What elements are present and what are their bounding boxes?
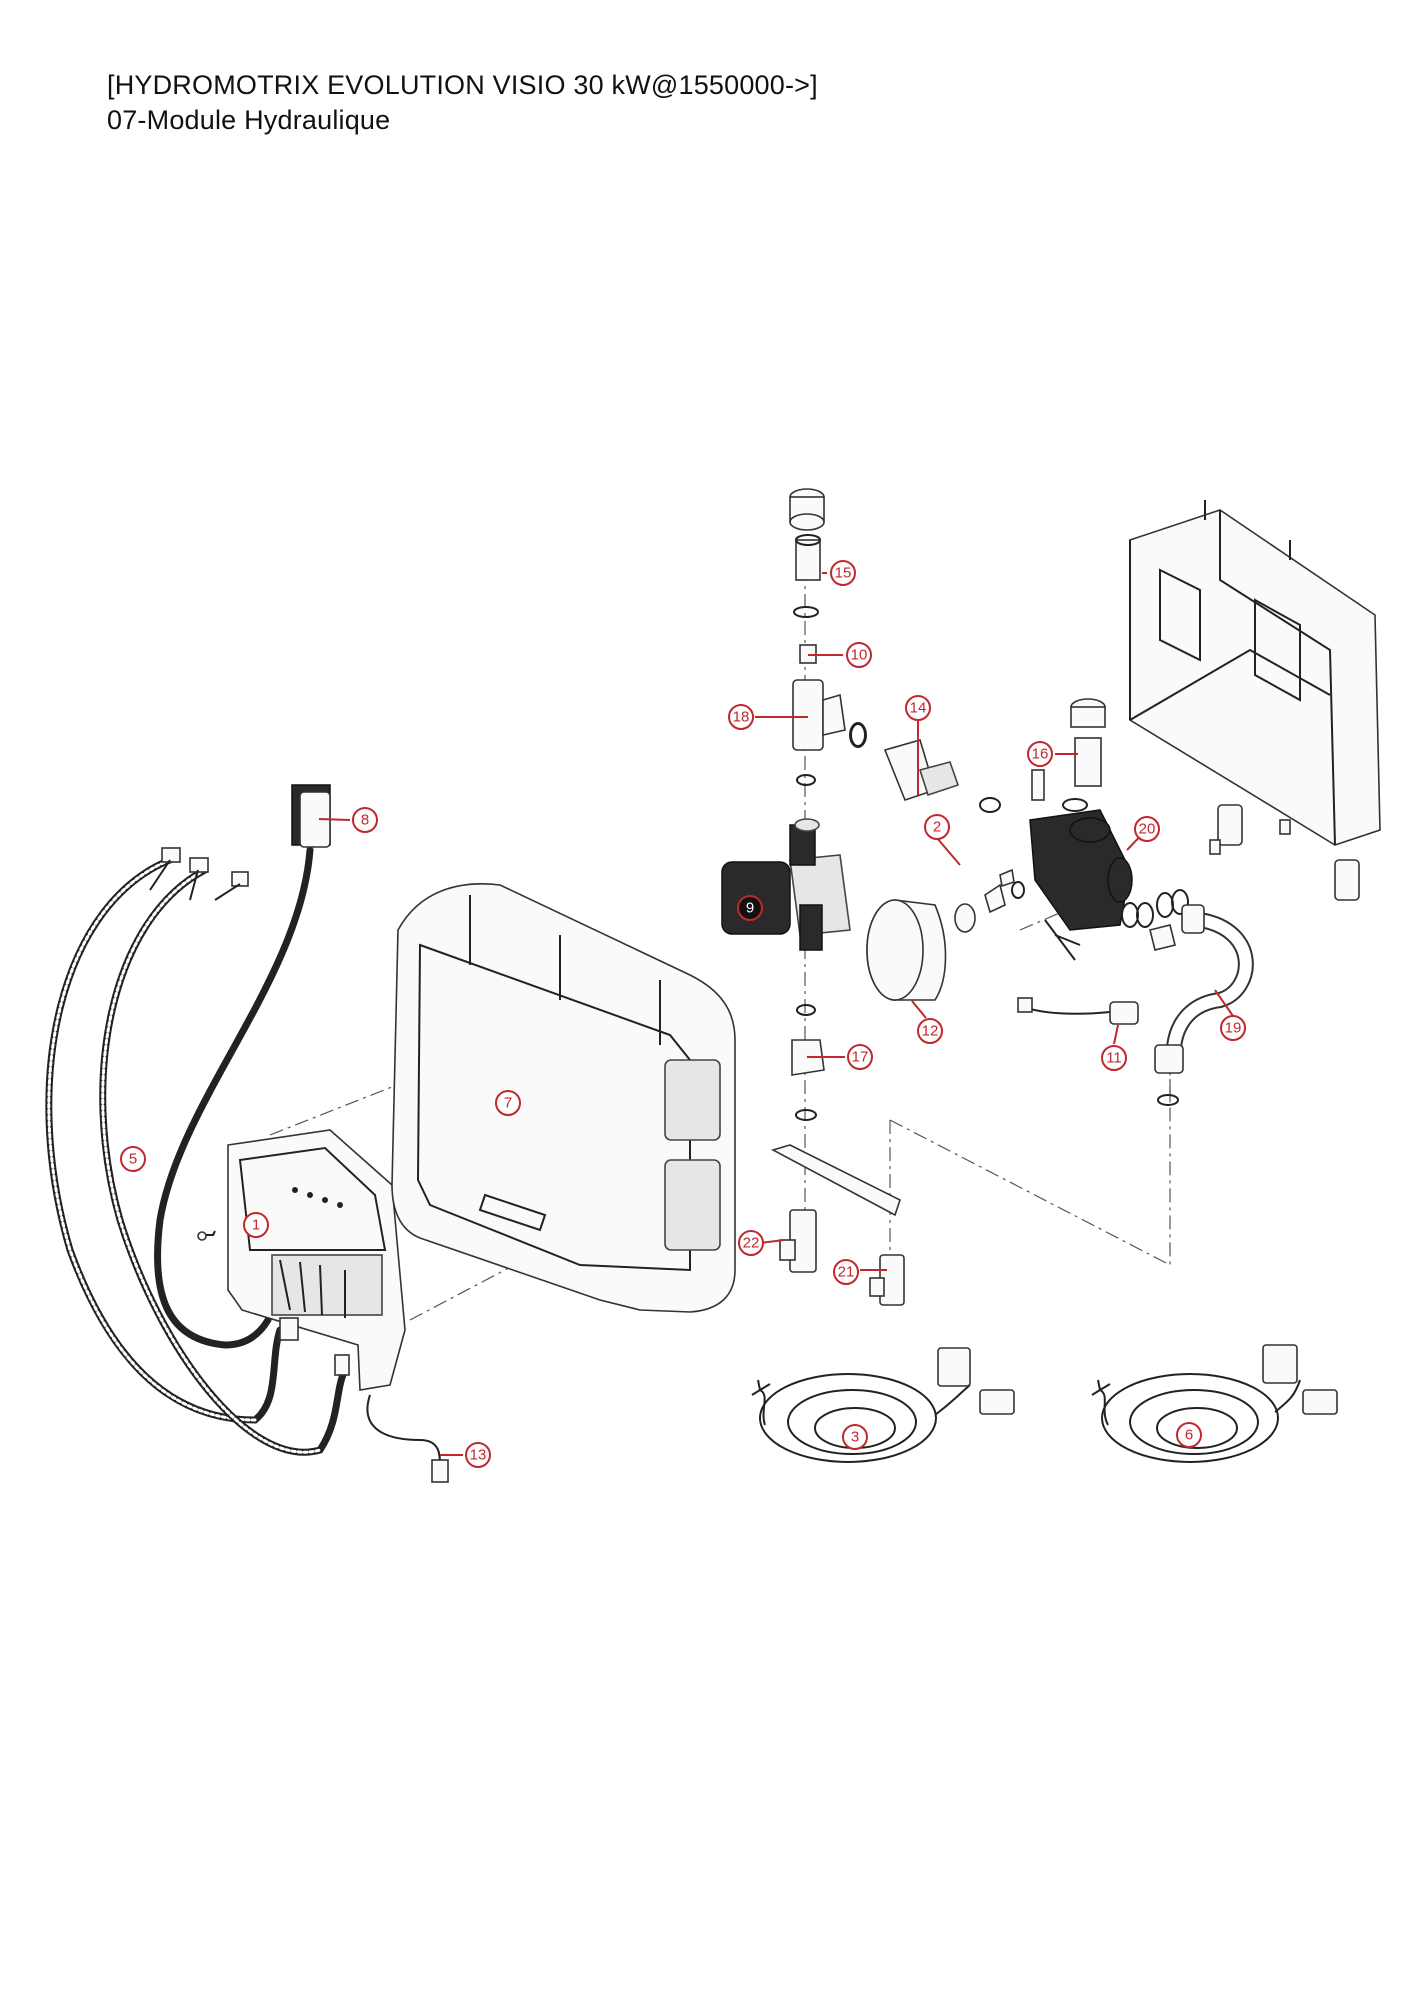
control-box-1 xyxy=(197,1129,406,1391)
svg-text:10: 10 xyxy=(851,647,868,664)
callout-19: 19 xyxy=(1220,1015,1246,1041)
svg-text:2: 2 xyxy=(933,819,941,836)
svg-text:8: 8 xyxy=(361,812,369,829)
callout-14: 14 xyxy=(905,695,931,721)
callout-15: 15 xyxy=(830,560,856,586)
callout-7: 7 xyxy=(495,1090,521,1116)
callout-12: 12 xyxy=(917,1018,943,1044)
svg-text:19: 19 xyxy=(1225,1020,1242,1037)
plug-13 xyxy=(366,1394,449,1483)
svg-text:1: 1 xyxy=(252,1217,260,1234)
callout-9: 9 xyxy=(737,895,763,921)
sensor-11 xyxy=(1017,997,1139,1025)
pipe-19 xyxy=(1154,904,1254,1106)
cover-7 xyxy=(391,883,736,1313)
leader-lines xyxy=(318,572,1234,1456)
svg-text:11: 11 xyxy=(1106,1050,1122,1067)
callout-3: 3 xyxy=(842,1424,868,1450)
svg-text:5: 5 xyxy=(129,1151,137,1168)
svg-text:17: 17 xyxy=(852,1049,869,1066)
svg-text:12: 12 xyxy=(922,1023,939,1040)
callout-8: 8 xyxy=(352,807,378,833)
svg-text:20: 20 xyxy=(1139,821,1156,838)
callout-6: 6 xyxy=(1176,1422,1202,1448)
callout-22: 22 xyxy=(738,1230,764,1256)
manifold-20 xyxy=(954,698,1189,961)
callout-18: 18 xyxy=(728,704,754,730)
svg-text:21: 21 xyxy=(838,1264,855,1281)
callout-21: 21 xyxy=(833,1259,859,1285)
wiring-harness-5 xyxy=(45,847,349,1456)
callout-2: 2 xyxy=(924,814,950,840)
actuator-12 xyxy=(866,899,947,1001)
callout-1: 1 xyxy=(243,1212,269,1238)
mounting-frame xyxy=(1129,500,1381,901)
svg-text:18: 18 xyxy=(733,709,750,726)
svg-text:9: 9 xyxy=(746,900,754,917)
callout-17: 17 xyxy=(847,1044,873,1070)
svg-text:3: 3 xyxy=(851,1429,859,1446)
callout-20: 20 xyxy=(1134,816,1160,842)
svg-text:15: 15 xyxy=(835,565,852,582)
fitting-14 xyxy=(849,722,1001,813)
callout-13: 13 xyxy=(465,1442,491,1468)
svg-text:14: 14 xyxy=(910,700,927,717)
cable-6 xyxy=(1091,1344,1338,1463)
svg-text:16: 16 xyxy=(1032,746,1049,763)
sensor-8 xyxy=(154,784,331,1349)
callout-5: 5 xyxy=(120,1146,146,1172)
callout-16: 16 xyxy=(1027,741,1053,767)
svg-text:6: 6 xyxy=(1185,1427,1193,1444)
pump-9 xyxy=(721,818,851,951)
section-title: 07-Module Hydraulique xyxy=(107,105,391,135)
callout-11: 11 xyxy=(1101,1045,1127,1071)
svg-text:7: 7 xyxy=(504,1095,512,1112)
svg-text:22: 22 xyxy=(743,1235,760,1252)
cable-3 xyxy=(751,1347,1015,1463)
model-title: [HYDROMOTRIX EVOLUTION VISIO 30 kW@15500… xyxy=(107,70,818,100)
svg-text:13: 13 xyxy=(470,1447,487,1464)
callout-10: 10 xyxy=(846,642,872,668)
